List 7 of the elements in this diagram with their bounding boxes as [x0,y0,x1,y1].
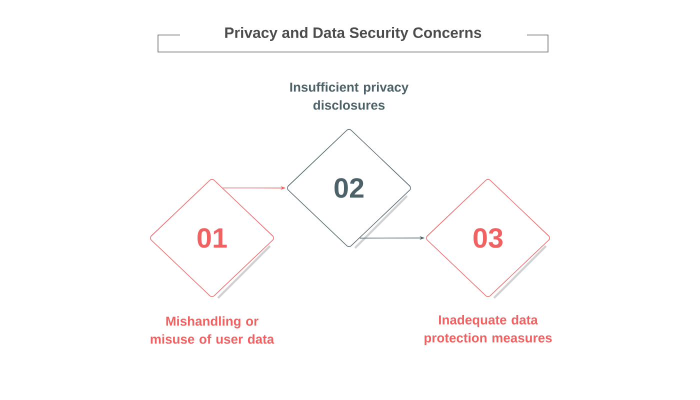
description: Mishandling or misuse of user data [150,316,274,344]
description: Insufficient privacy disclosures [290,82,409,110]
diamond-box: 02 [287,129,411,249]
diamond-box: 01 [150,179,274,299]
title: Privacy and Data Security Concerns [225,27,482,41]
diamond-box: 03 [426,179,550,299]
description: Inadequate data protection measures [424,314,552,346]
